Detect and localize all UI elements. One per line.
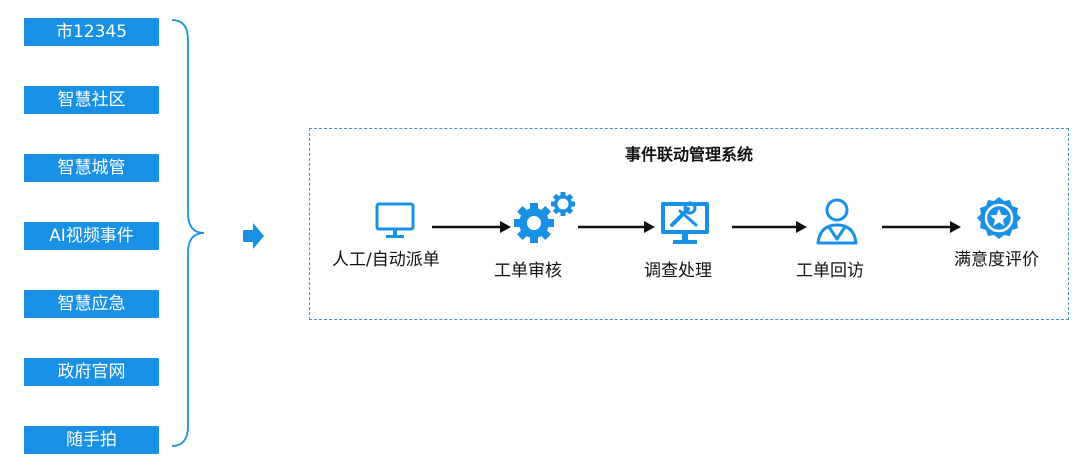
source-box-smart-emergency: 智慧应急 [24,290,159,318]
step-label-satisfaction: 满意度评价 [954,250,1039,270]
event-linkage-system-box: 事件联动管理系统 人工/自动派单 工单审核 [309,128,1069,320]
source-box-smart-community: 智慧社区 [24,86,159,114]
source-box-snapshot: 随手拍 [24,426,159,454]
source-box-ai-video-event: AI视频事件 [24,222,159,250]
system-title: 事件联动管理系统 [624,145,753,164]
right-arrow-icon [243,223,264,249]
source-box-12345: 市12345 [24,18,159,46]
step-label-review: 工单审核 [494,261,562,281]
source-box-smart-city-management: 智慧城管 [24,154,159,182]
tools-screen-icon [661,201,709,244]
flow-arrow-2 [578,221,655,233]
flow-arrow-4 [882,221,961,233]
monitor-icon [375,202,415,238]
flow-arrow-3 [732,221,807,233]
source-box-government-website: 政府官网 [24,358,159,386]
curly-brace [171,19,205,447]
flow-arrow-1 [432,221,511,233]
person-icon [816,198,858,245]
gears-icon [514,192,575,243]
step-label-dispatch: 人工/自动派单 [332,250,440,270]
step-label-follow-up: 工单回访 [796,261,864,281]
star-badge-icon [977,197,1021,239]
step-label-investigate: 调查处理 [644,261,712,281]
